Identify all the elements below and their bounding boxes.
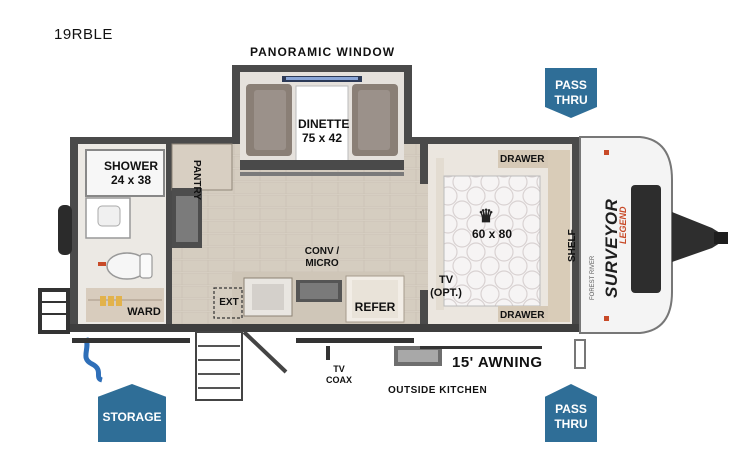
bathroom [38,144,172,334]
model-number: 19RBLE [54,26,113,43]
bed-crown-icon: ♛ [478,206,495,226]
shower-size-label: 24 x 38 [110,173,152,187]
pass-thru-bottom-line2: THRU [554,417,588,431]
storage-text: STORAGE [102,409,162,424]
pantry-label: PANTRY [191,160,202,200]
pass-thru-top-line1: PASS [555,78,587,92]
drawer-top-label: DRAWER [500,154,545,165]
front-cap [574,136,728,369]
entry-steps [195,330,288,401]
dinette-size-label: 75 x 42 [301,131,343,145]
dinette-slide [240,72,404,176]
ext-label: EXT [219,297,239,308]
exterior-strips [72,338,542,366]
bed-size-label: 60 x 80 [471,227,513,241]
shower-label: SHOWER [104,159,158,173]
refer-label: REFER [354,300,396,314]
tv-label: TV [438,274,454,286]
storage-badge: STORAGE [98,384,166,442]
pantry [171,143,233,248]
shelf-label: SHELF [567,229,578,262]
pass-thru-top-line2: THRU [554,93,588,107]
conv-micro-label-1: CONV / [304,246,340,257]
brand-sub: LEGEND [618,206,628,244]
tv-coax-label-2: COAX [325,375,352,385]
hose [83,337,104,383]
drawer-bottom-label: DRAWER [500,310,545,321]
dinette-label: DINETTE [298,117,350,131]
tv-opt-label: (OPT.) [430,287,462,299]
conv-micro-label-2: MICRO [305,258,339,269]
tv-coax-label-1: TV [333,364,345,374]
pass-thru-bottom-line1: PASS [555,402,587,416]
awning-label: 15' AWNING [452,354,543,371]
pass-thru-badge-bottom: PASS THRU [545,384,597,442]
panoramic-window-label: PANORAMIC WINDOW [250,45,396,59]
bedroom [420,144,572,324]
kitchen [213,272,405,324]
ward-label: WARD [127,306,161,318]
outside-kitchen-label: OUTSIDE KITCHEN [388,385,488,396]
pass-thru-badge-top: PASS THRU [545,68,597,118]
brand-small: FOREST RIVER [590,255,596,300]
